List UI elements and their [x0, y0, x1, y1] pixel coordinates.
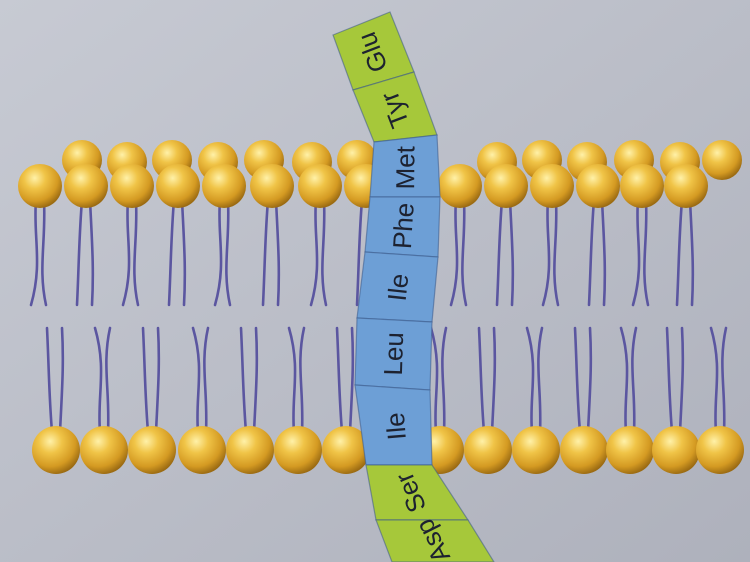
phospholipid-head	[226, 426, 274, 474]
phospholipid-head	[652, 426, 700, 474]
phospholipid-head	[128, 426, 176, 474]
phospholipid-head	[80, 426, 128, 474]
phospholipid-head	[512, 426, 560, 474]
phospholipid-head	[250, 164, 294, 208]
residue-label: Ile	[380, 411, 412, 441]
phospholipid-head	[464, 426, 512, 474]
phospholipid-head	[664, 164, 708, 208]
phospholipid-head	[702, 140, 742, 180]
residue-label: Leu	[378, 332, 409, 376]
phospholipid-head	[438, 164, 482, 208]
phospholipid-head	[696, 426, 744, 474]
residue-segment: Phe	[365, 197, 440, 257]
residue-segment: Ile	[357, 252, 438, 322]
phospholipid-head	[560, 426, 608, 474]
phospholipid-head	[530, 164, 574, 208]
phospholipid-head	[110, 164, 154, 208]
phospholipid-head	[274, 426, 322, 474]
phospholipid-head	[484, 164, 528, 208]
phospholipid-head	[178, 426, 226, 474]
residue-label: Met	[390, 145, 420, 189]
outer-leaflet-heads	[18, 164, 708, 208]
phospholipid-head	[64, 164, 108, 208]
residue-segment: Leu	[355, 318, 432, 390]
phospholipid-head	[620, 164, 664, 208]
residue-label: Phe	[387, 202, 420, 250]
residue-segment: Met	[370, 135, 440, 197]
phospholipid-head	[156, 164, 200, 208]
phospholipid-head	[298, 164, 342, 208]
phospholipid-head	[18, 164, 62, 208]
residue-label: Ile	[382, 272, 415, 303]
phospholipid-head	[32, 426, 80, 474]
phospholipid-head	[606, 426, 654, 474]
phospholipid-head	[576, 164, 620, 208]
residue-segment: Ile	[355, 385, 432, 465]
phospholipid-head	[202, 164, 246, 208]
